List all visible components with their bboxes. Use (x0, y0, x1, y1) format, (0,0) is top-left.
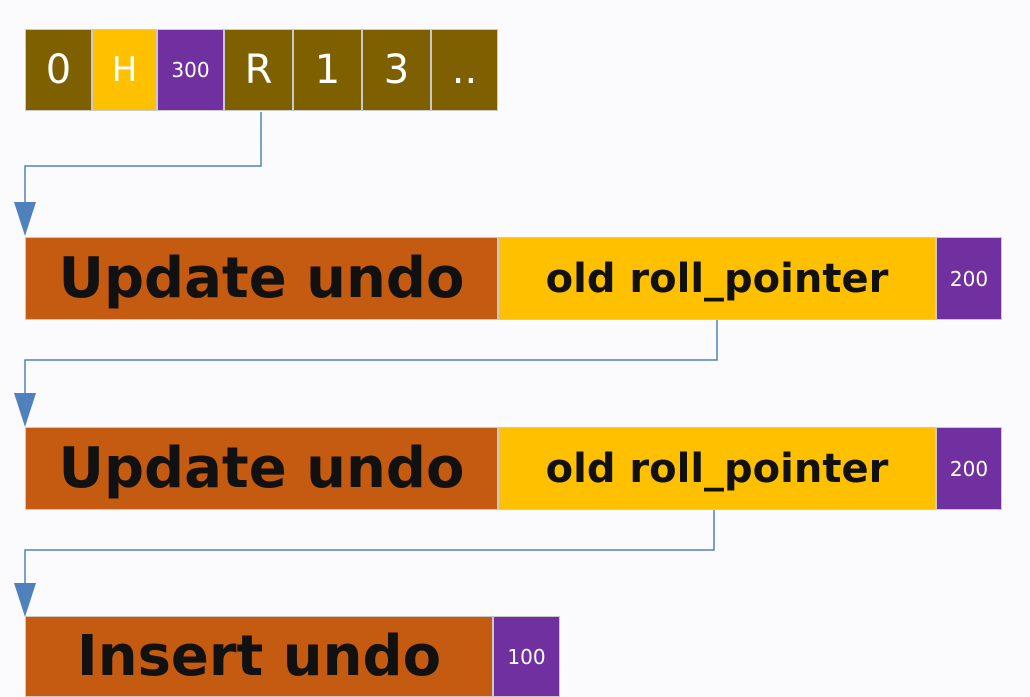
arrowhead-icon (14, 393, 36, 427)
arrowhead-icon (14, 202, 36, 236)
undo-log-pointer: old roll_pointer (498, 237, 936, 320)
record-field-value-2: 3 (362, 29, 431, 111)
arrow-undo-1-to-undo-2 (24, 320, 718, 396)
undo-log-label: Update undo (25, 427, 498, 510)
insert-undo-label: Insert undo (25, 616, 493, 697)
undo-log-label: Update undo (25, 237, 498, 320)
record-field-more: .. (431, 29, 498, 111)
record-field-0: 0 (25, 29, 92, 111)
undo-log-trx-id: 200 (936, 427, 1002, 510)
undo-log-trx-id: 200 (936, 237, 1002, 320)
record-field-value-1: 1 (293, 29, 362, 111)
arrow-undo-2-to-undo-3 (24, 510, 715, 586)
arrowhead-icon (14, 583, 36, 617)
undo-log-pointer: old roll_pointer (498, 427, 936, 510)
record-field-header: H (92, 29, 157, 111)
record-field-trx-id: 300 (157, 29, 224, 111)
record-field-roll-pointer: R (224, 29, 293, 111)
insert-undo-trx-id: 100 (493, 616, 560, 697)
arrow-record-to-undo-1 (24, 112, 262, 205)
